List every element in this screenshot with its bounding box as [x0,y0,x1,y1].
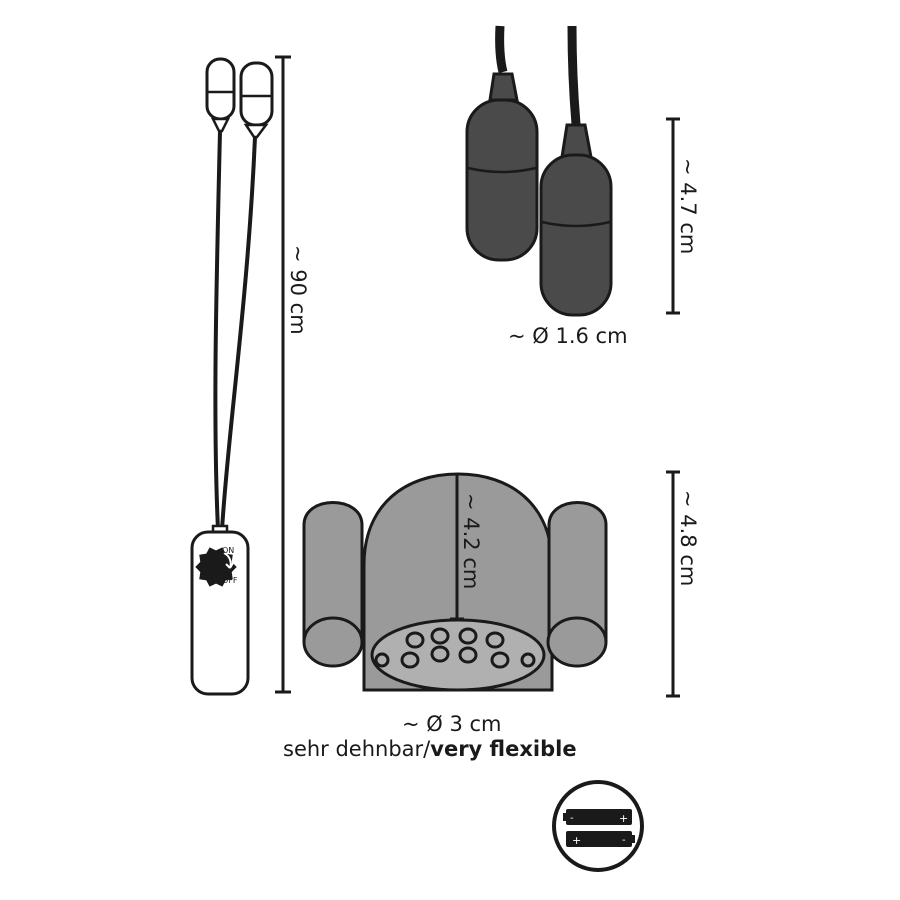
sleeve-side-tube-left [302,501,364,668]
stretch-label-en: very flexible [430,737,576,761]
bullet-length-dimension: ~ 4.7 cm [666,117,700,315]
power-dial-icon [195,547,237,587]
battery-bottom-plus: + [572,834,581,847]
sleeve-inner-depth-dimension: ~ 4.2 cm [450,474,483,621]
cable-length-dimension: ~ 90 cm [275,55,310,694]
controller-box: ON OFF [190,524,250,696]
sleeve-inner-depth-label: ~ 4.2 cm [459,493,483,589]
sleeve-height-label: ~ 4.8 cm [676,490,700,586]
off-label: OFF [222,576,238,585]
stretch-label-de: sehr dehnbar/ [283,737,431,761]
on-label: ON [222,546,234,555]
bullet-diameter-label: ~ Ø 1.6 cm [508,324,628,348]
mini-bullet-left [205,57,236,133]
battery-top-minus: - [570,813,574,824]
sleeve-height-dimension: ~ 4.8 cm [666,470,700,698]
cable-left [213,130,222,531]
battery-top-plus: + [619,812,628,825]
cable-right [220,136,257,531]
sleeve-side-tube-right [546,501,608,668]
bullet-length-label: ~ 4.7 cm [676,158,700,254]
battery-bottom-minus: - [622,835,626,846]
remote-controller-assembly: ON OFF [190,57,274,696]
bullet-vibrators [465,25,613,317]
battery-icon: - + + - [552,780,644,872]
penis-sleeve: ~ 4.2 cm [302,472,608,692]
mini-bullet-right [239,61,274,139]
cable-length-label: ~ 90 cm [286,245,310,335]
sleeve-diameter-label: ~ Ø 3 cm [402,712,502,736]
sleeve-nubs [374,627,536,669]
stretch-caption: sehr dehnbar/very flexible [283,737,577,761]
